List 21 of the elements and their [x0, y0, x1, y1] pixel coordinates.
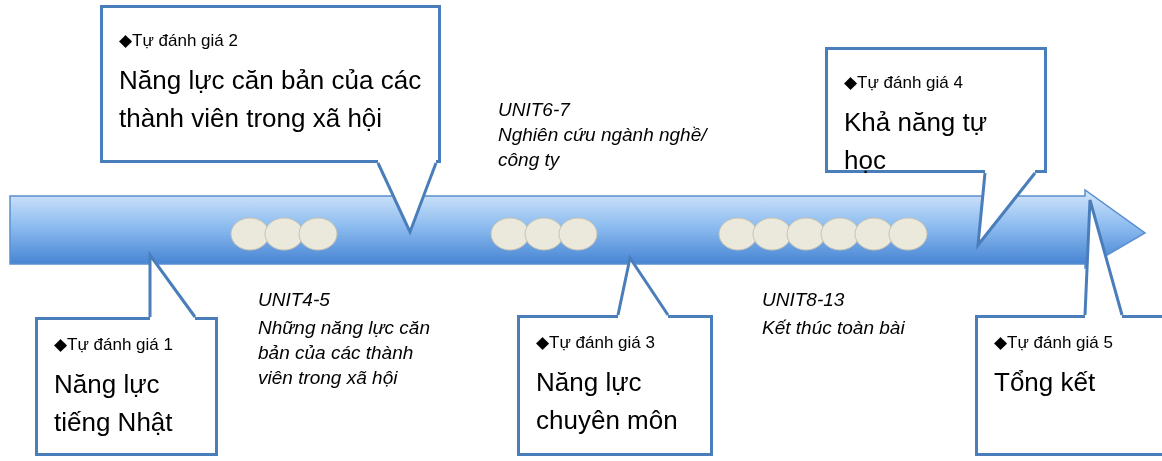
callout-box [825, 47, 1047, 173]
callout-heading: ◆Tự đánh giá 4 [844, 72, 964, 93]
callout-text: Năng lực căn bản của các thành viên trong xã hội [119, 64, 423, 135]
unit-label: UNIT6-7 [498, 98, 570, 122]
unit-label: UNIT8-13 [762, 288, 845, 312]
unit-description: Kết thúc toàn bài [762, 316, 905, 340]
callout-text: Năng lực chuyên môn [536, 366, 679, 437]
callout-heading: ◆Tự đánh giá 3 [536, 332, 656, 353]
callout-text: Khả năng tự học [844, 106, 989, 177]
callout-box [35, 317, 218, 456]
unit-description: Những năng lực căn bản của các thành viên trong xã hội [258, 316, 430, 390]
callout-box [975, 315, 1162, 456]
callout-heading: ◆Tự đánh giá 2 [119, 30, 239, 51]
callout-heading: ◆Tự đánh giá 1 [54, 334, 174, 355]
callout-heading: ◆Tự đánh giá 5 [994, 332, 1114, 353]
callout-text: Tổng kết [994, 366, 1097, 399]
unit-label: UNIT4-5 [258, 288, 330, 312]
callout-box [517, 315, 713, 456]
callout-text: Năng lực tiếng Nhật [54, 368, 174, 439]
callout-box [100, 5, 441, 163]
unit-description: Nghiên cứu ngành nghề/ công ty [498, 123, 709, 172]
